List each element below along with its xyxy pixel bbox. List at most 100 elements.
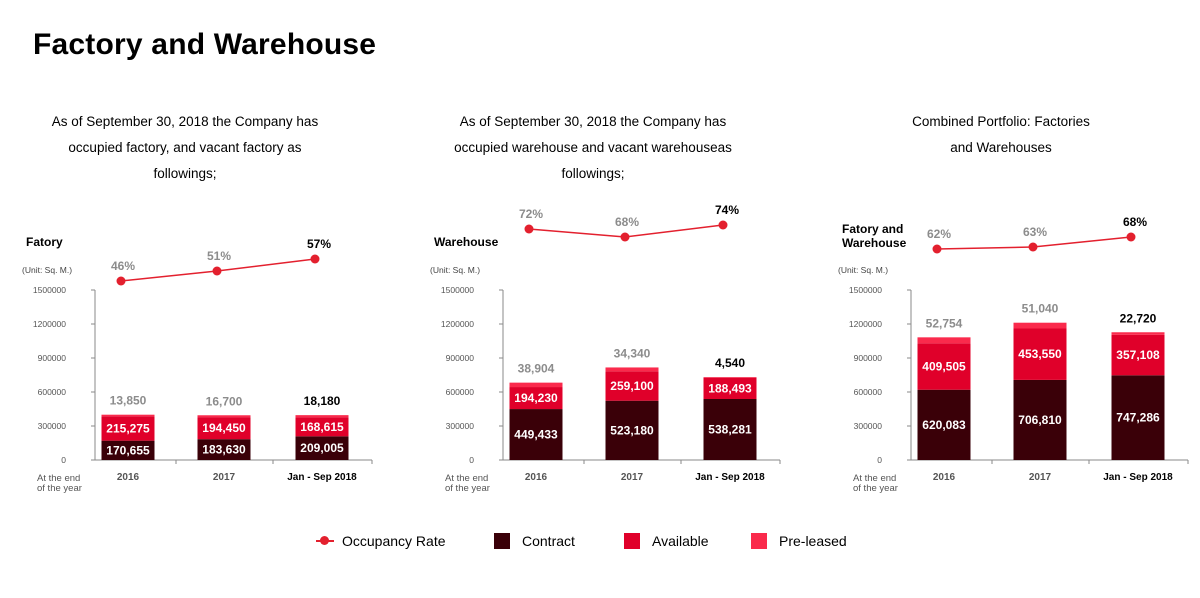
legend-occupancy-rate: Occupancy Rate [316, 533, 446, 549]
description-line: followings; [153, 166, 217, 181]
occupancy-point [620, 232, 630, 242]
legend-label: Available [652, 533, 709, 549]
pre-leased-value-label: 38,904 [518, 362, 555, 376]
contract-bar [101, 440, 155, 460]
x-tick-label: Jan - Sep 2018 [695, 472, 765, 483]
occupancy-point [524, 224, 534, 234]
x-tick-label: 2016 [525, 472, 548, 483]
occupancy-line-swatch [316, 533, 334, 549]
legend-pre-leased: Pre-leased [751, 533, 847, 549]
legend-available: Available [624, 533, 709, 549]
legend-label: Pre-leased [779, 533, 847, 549]
occupancy-label: 74% [715, 203, 739, 217]
occupancy-point [1126, 232, 1136, 242]
pre-leased-value-label: 16,700 [206, 394, 243, 408]
available-value-label: 194,230 [514, 391, 558, 405]
x-axis-note: of the year [445, 483, 490, 494]
description-line: followings; [561, 166, 625, 181]
warehouse-chart-panel: As of September 30, 2018 the Company has… [408, 105, 798, 505]
y-tick-label: 1500000 [849, 285, 882, 295]
contract-swatch [494, 533, 510, 549]
chart-title: Fatory and [842, 222, 903, 236]
contract-bar [703, 398, 757, 460]
contract-value-label: 449,433 [514, 428, 558, 442]
available-value-label: 188,493 [708, 381, 752, 395]
y-tick-label: 1500000 [441, 285, 474, 295]
contract-bar [509, 409, 563, 460]
available-bar [1111, 334, 1165, 376]
y-tick-label: 600000 [854, 387, 883, 397]
x-axis-note: At the end [37, 473, 80, 484]
y-tick-label: 300000 [38, 421, 67, 431]
available-value-label: 453,550 [1018, 347, 1062, 361]
pre-leased-value-label: 34,340 [614, 346, 651, 360]
contract-bar [917, 389, 971, 460]
occupancy-point [116, 276, 126, 286]
available-bar [1013, 328, 1067, 380]
y-tick-label: 900000 [38, 353, 67, 363]
contract-value-label: 183,630 [202, 443, 246, 457]
occupancy-label: 63% [1023, 225, 1047, 239]
occupancy-label: 68% [615, 215, 639, 229]
chart-title: Warehouse [434, 235, 499, 249]
description-line: As of September 30, 2018 the Company has [459, 114, 727, 129]
pre-leased-bar [509, 382, 563, 388]
available-value-label: 168,615 [300, 420, 344, 434]
pre-leased-bar [703, 377, 757, 378]
y-tick-label: 0 [877, 455, 882, 465]
factory-chart: Fatory(Unit: Sq. M.)15000001200000900000… [22, 235, 373, 494]
contract-bar [197, 439, 251, 460]
y-tick-label: 300000 [854, 421, 883, 431]
contract-value-label: 209,005 [300, 441, 344, 455]
x-tick-label: Jan - Sep 2018 [1103, 472, 1173, 483]
contract-value-label: 538,281 [708, 422, 752, 436]
y-tick-label: 600000 [446, 387, 475, 397]
occupancy-point [310, 254, 320, 264]
contract-value-label: 170,655 [106, 443, 150, 457]
y-tick-label: 1200000 [441, 319, 474, 329]
pre-leased-swatch [751, 533, 767, 549]
available-value-label: 409,505 [922, 360, 966, 374]
unit-label: (Unit: Sq. M.) [838, 265, 888, 275]
chart-title: Warehouse [842, 236, 907, 250]
y-tick-label: 1500000 [33, 285, 66, 295]
pre-leased-bar [295, 415, 349, 418]
available-bar [295, 417, 349, 437]
contract-bar [295, 436, 349, 460]
pre-leased-value-label: 18,180 [304, 394, 341, 408]
chart-title: Fatory [26, 235, 63, 249]
available-value-label: 215,275 [106, 421, 150, 435]
occupancy-point [1028, 242, 1038, 252]
occupancy-label: 46% [111, 259, 135, 273]
pre-leased-value-label: 51,040 [1022, 302, 1059, 316]
available-bar [703, 377, 757, 399]
unit-label: (Unit: Sq. M.) [430, 265, 480, 275]
chart-description: As of September 30, 2018 the Company has… [20, 109, 350, 187]
legend-contract: Contract [494, 533, 575, 549]
contract-value-label: 620,083 [922, 418, 966, 432]
y-tick-label: 1200000 [33, 319, 66, 329]
available-bar [101, 416, 155, 441]
occupancy-label: 62% [927, 227, 951, 241]
description-line: occupied warehouse and vacant warehousea… [454, 140, 732, 155]
pre-leased-bar [1013, 322, 1067, 329]
warehouse-chart: Warehouse(Unit: Sq. M.)15000001200000900… [430, 203, 781, 494]
available-bar [197, 417, 251, 440]
available-bar [605, 371, 659, 401]
x-tick-label: 2017 [621, 472, 644, 483]
contract-value-label: 523,180 [610, 423, 654, 437]
available-bar [917, 343, 971, 390]
x-axis-note: At the end [445, 473, 488, 484]
y-tick-label: 1200000 [849, 319, 882, 329]
y-tick-label: 0 [61, 455, 66, 465]
description-line: As of September 30, 2018 the Company has [51, 114, 319, 129]
x-axis-note: At the end [853, 473, 896, 484]
x-tick-label: 2017 [213, 472, 236, 483]
legend-label: Occupancy Rate [342, 533, 446, 549]
legend-label: Contract [522, 533, 575, 549]
pre-leased-value-label: 4,540 [715, 356, 745, 370]
contract-bar [1013, 379, 1067, 460]
page-title: Factory and Warehouse [33, 28, 377, 61]
